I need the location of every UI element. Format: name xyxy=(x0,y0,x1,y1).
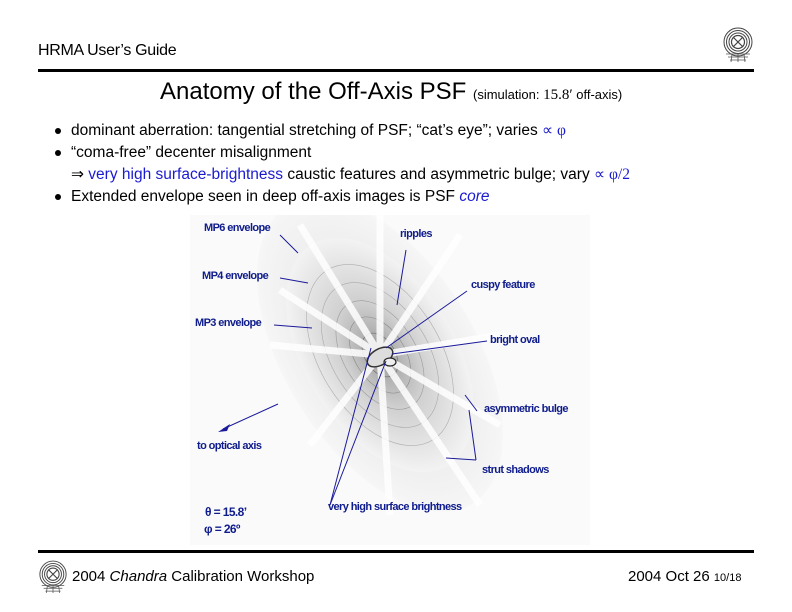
bullet-dot-icon xyxy=(55,194,61,200)
implies-arrow-icon: ⇒ xyxy=(71,166,89,183)
subtitle-suffix: off-axis) xyxy=(572,87,623,102)
subtitle-prefix: (simulation: xyxy=(473,87,544,102)
psf-image xyxy=(190,215,590,545)
bullet-text: Extended envelope seen in deep off-axis … xyxy=(71,188,425,205)
page-number: 10/18 xyxy=(713,572,742,584)
slide-title: Anatomy of the Off-Axis PSF (simulation:… xyxy=(160,78,622,106)
label-mp3-envelope: MP3 envelope xyxy=(195,317,262,329)
footer-year: 2004 xyxy=(72,568,106,585)
highlight-text: very high surface-brightness xyxy=(88,166,284,183)
optical-axis-arrow-icon xyxy=(218,424,230,432)
label-theta: θ = 15.8’ xyxy=(205,505,247,519)
slide-subtitle: (simulation: 15.8′ off-axis) xyxy=(473,87,623,103)
label-to-optical-axis: to optical axis xyxy=(197,440,262,452)
annotation-lines xyxy=(222,234,488,506)
core-text: core xyxy=(459,188,490,205)
bullet-text: “coma-free” decenter misalignment xyxy=(71,144,312,161)
footer-divider xyxy=(38,550,754,553)
bullet-list: dominant aberration: tangential stretchi… xyxy=(55,120,630,208)
bullet-text: dominant aberration: tangential stretchi… xyxy=(71,122,378,139)
bullet-text: ; “cat’s eye”; varies xyxy=(407,122,542,139)
proportional-phi-half: ∝ φ/2 xyxy=(594,166,630,183)
bullet-dot-icon xyxy=(55,150,61,156)
footer-date: 2004 Oct 26 xyxy=(628,568,710,585)
subtitle-value: 15.8′ xyxy=(543,87,573,103)
footer-chandra: Chandra xyxy=(109,568,168,585)
footer-event: 2004 Chandra Calibration Workshop xyxy=(72,568,314,585)
header-title: HRMA User’s Guide xyxy=(38,42,177,59)
bullet-item: dominant aberration: tangential stretchi… xyxy=(55,120,630,142)
label-mp6-envelope: MP6 envelope xyxy=(204,222,271,234)
chandra-logo-icon xyxy=(39,560,67,593)
bullet-item: “coma-free” decenter misalignment xyxy=(55,142,630,164)
label-cuspy-feature: cuspy feature xyxy=(471,279,535,291)
label-ripples: ripples xyxy=(400,228,432,240)
bullet-item: Extended envelope seen in deep off-axis … xyxy=(55,186,630,208)
label-phi: φ = 26º xyxy=(204,522,240,536)
proportional-phi: ∝ φ xyxy=(542,122,566,139)
label-strut-shadows: strut shadows xyxy=(482,464,549,476)
bullet-text: PSF xyxy=(424,188,456,205)
label-mp4-envelope: MP4 envelope xyxy=(202,270,269,282)
chandra-logo-icon xyxy=(723,27,753,63)
cuspy-core xyxy=(383,357,397,367)
bullet-text: caustic features and asymmetric bulge; v… xyxy=(283,166,595,183)
label-asymmetric-bulge: asymmetric bulge xyxy=(484,403,569,415)
header-divider xyxy=(38,69,754,72)
bullet-text: PSF xyxy=(377,122,408,139)
label-bright-oval: bright oval xyxy=(490,334,540,346)
bullet-dot-icon xyxy=(55,128,61,134)
slide-title-text: Anatomy of the Off-Axis PSF xyxy=(160,78,467,105)
psf-figure: MP6 envelope MP4 envelope MP3 envelope r… xyxy=(190,215,590,545)
bullet-continuation: ⇒ very high surface-brightness caustic f… xyxy=(55,164,630,186)
label-very-high-surface-brightness: very high surface brightness xyxy=(328,501,462,513)
strut-shadows xyxy=(269,215,502,516)
footer-date-page: 2004 Oct 26 10/18 xyxy=(628,568,741,585)
footer-event-name: Calibration Workshop xyxy=(171,568,315,585)
